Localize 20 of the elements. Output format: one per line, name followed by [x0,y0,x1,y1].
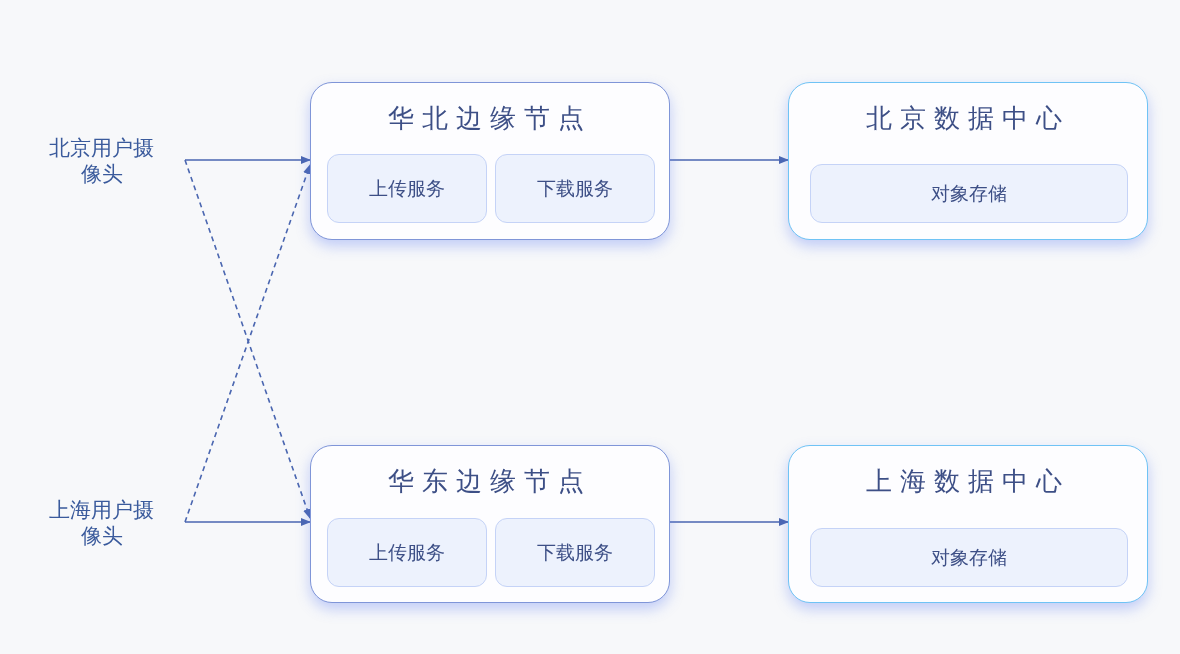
service-box: 下载服务 [495,154,655,223]
camera-label: 上海用户摄像头 [49,497,154,549]
box-title: 上海数据中心 [865,465,1071,498]
data-center-box [788,445,1148,603]
arrow [184,156,311,164]
data-center-box [788,82,1148,240]
service-box: 上传服务 [327,154,487,223]
camera-label: 北京用户摄像头 [49,135,154,187]
arrow [669,156,789,164]
arrow [669,518,789,526]
box-title: 北京数据中心 [865,102,1071,135]
box-title: 华北边缘节点 [387,102,593,135]
edge-node-box [310,82,670,240]
service-box: 上传服务 [327,518,487,587]
edge-node-box [310,445,670,603]
service-box: 下载服务 [495,518,655,587]
box-title: 华东边缘节点 [387,465,593,498]
arrow [184,518,311,526]
service-box: 对象存储 [810,164,1128,223]
service-box: 对象存储 [810,528,1128,587]
